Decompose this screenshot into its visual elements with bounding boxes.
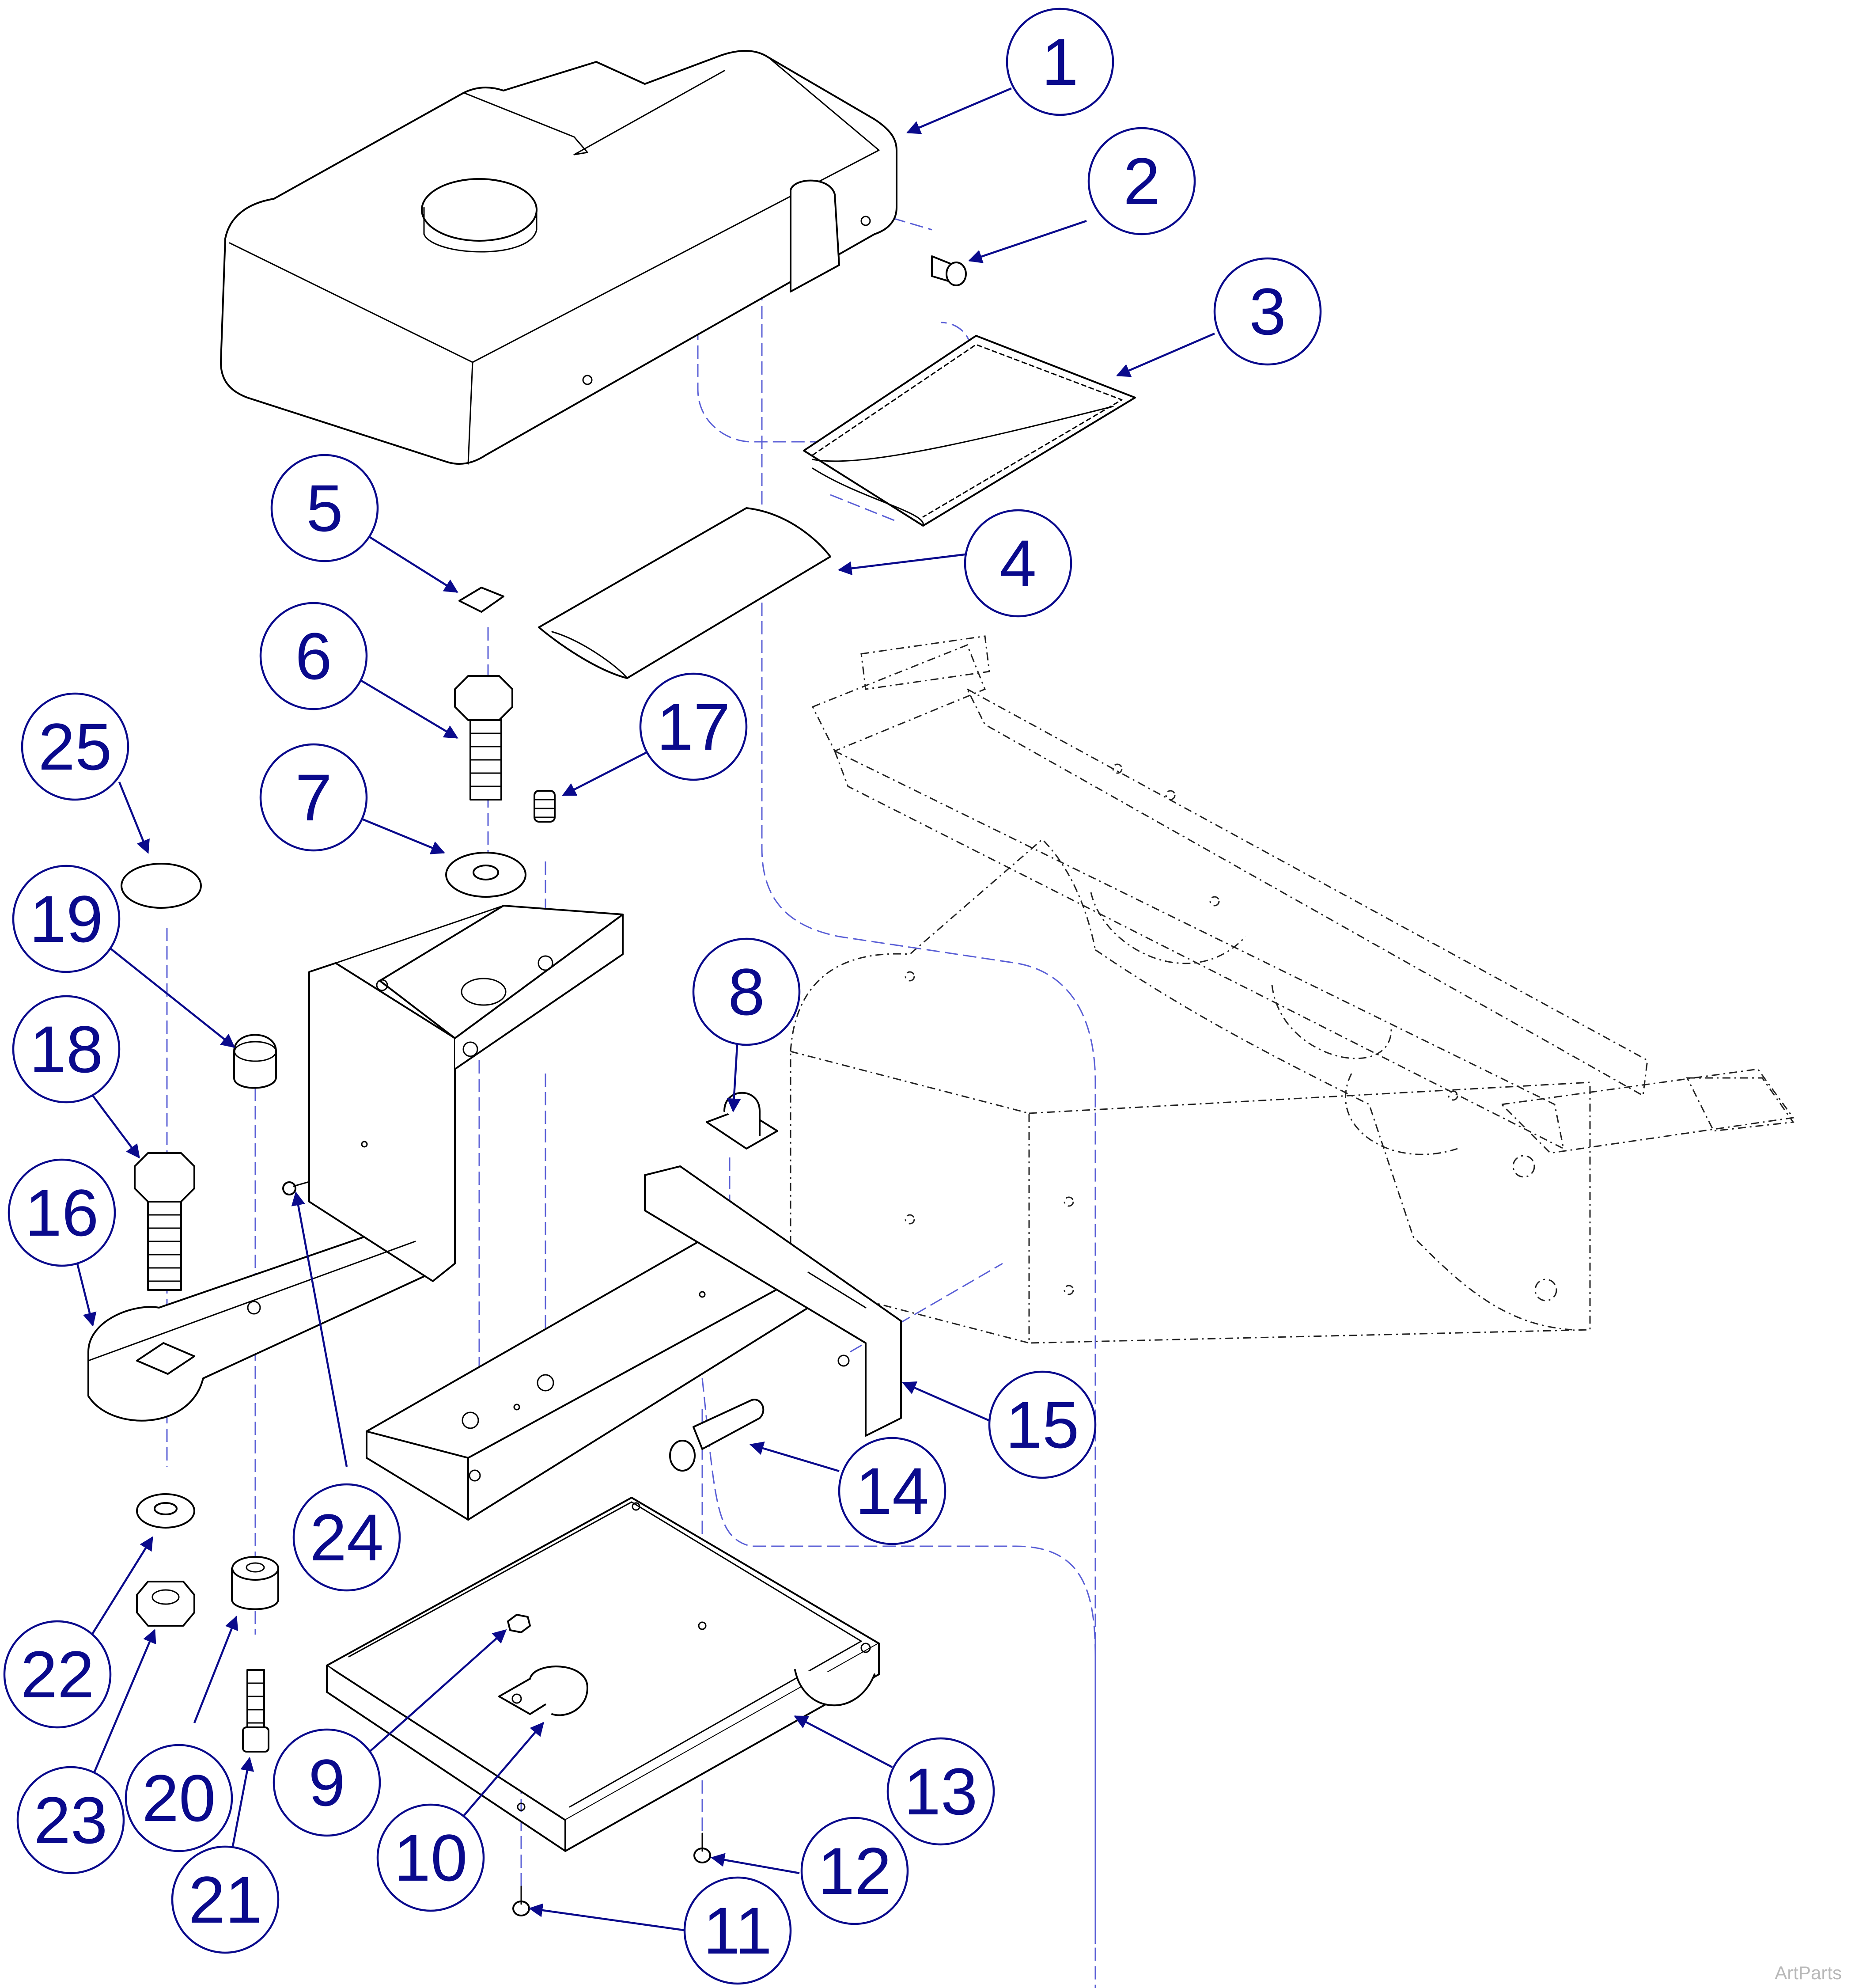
flex-sleeve (538, 507, 831, 679)
top-cover (220, 50, 897, 465)
callout-22: 22 (3, 1620, 112, 1729)
instruction-card (803, 335, 1136, 527)
callout-12: 12 (800, 1817, 909, 1925)
small-screw-24 (282, 1181, 310, 1195)
mounting-plate (366, 1165, 902, 1521)
hose-clamp (498, 1666, 588, 1716)
callout-label-18: 18 (30, 1012, 103, 1086)
cap-screw-14 (669, 1399, 765, 1472)
callout-label-1: 1 (1041, 25, 1078, 99)
callout-2: 2 (1087, 127, 1196, 235)
callout-23: 23 (16, 1766, 125, 1874)
callout-14: 14 (838, 1437, 946, 1545)
callout-9: 9 (273, 1728, 381, 1837)
cable-clip (706, 1092, 778, 1150)
callout-label-13: 13 (904, 1754, 978, 1829)
callout-label-24: 24 (310, 1500, 384, 1574)
callout-label-20: 20 (142, 1761, 216, 1835)
callout-label-21: 21 (189, 1863, 262, 1937)
callout-label-3: 3 (1249, 274, 1286, 349)
callout-label-9: 9 (308, 1745, 345, 1820)
callout-5: 5 (270, 454, 379, 562)
callout-1: 1 (1006, 8, 1114, 116)
callout-label-5: 5 (306, 471, 343, 545)
callout-label-12: 12 (818, 1834, 892, 1908)
callout-15: 15 (988, 1370, 1097, 1479)
callout-24: 24 (292, 1483, 401, 1592)
callout-label-11: 11 (703, 1893, 772, 1968)
callout-label-8: 8 (728, 955, 765, 1029)
cover-screw (931, 255, 967, 286)
lock-nut-9 (507, 1614, 531, 1633)
callout-16: 16 (8, 1158, 116, 1267)
callout-17: 17 (639, 672, 748, 781)
callout-25: 25 (21, 692, 129, 801)
callout-label-4: 4 (999, 526, 1036, 600)
callout-18: 18 (12, 995, 121, 1104)
small-pad (458, 587, 504, 613)
hex-bolt (454, 675, 513, 801)
washer-22 (136, 1493, 195, 1529)
set-screw (534, 790, 556, 823)
callout-label-14: 14 (856, 1454, 929, 1528)
callout-6: 6 (259, 602, 368, 710)
callout-label-15: 15 (1006, 1388, 1079, 1462)
callout-20: 20 (125, 1744, 233, 1852)
bottom-tray (326, 1497, 880, 1852)
hex-bolt-left (134, 1152, 195, 1291)
callout-label-6: 6 (295, 619, 332, 693)
callout-label-16: 16 (25, 1176, 99, 1250)
callout-label-23: 23 (34, 1783, 108, 1857)
callout-label-7: 7 (295, 760, 332, 835)
cap-disk (121, 863, 202, 909)
callout-label-22: 22 (21, 1637, 95, 1711)
washer-large (445, 852, 526, 898)
spacer-20 (231, 1556, 279, 1610)
callout-10: 10 (376, 1803, 485, 1912)
callout-label-17: 17 (657, 690, 731, 764)
callout-4: 4 (964, 509, 1072, 618)
callout-13: 13 (886, 1737, 995, 1846)
base-frame-ghost (790, 635, 1794, 1344)
pivot-arm-bracket (87, 905, 624, 1422)
cap-screw-21 (242, 1669, 269, 1753)
callout-3: 3 (1213, 257, 1322, 366)
screw-11 (512, 1886, 530, 1916)
callout-label-2: 2 (1123, 144, 1160, 218)
nut-23 (136, 1581, 195, 1627)
leader-lines (74, 87, 1215, 1932)
callout-8: 8 (692, 937, 801, 1046)
callout-label-25: 25 (38, 709, 112, 784)
callout-21: 21 (171, 1845, 280, 1954)
callout-label-10: 10 (394, 1821, 468, 1895)
screw-12 (693, 1832, 711, 1863)
callout-label-19: 19 (30, 882, 103, 956)
callout-7: 7 (259, 743, 368, 852)
callout-19: 19 (12, 865, 121, 973)
artparts-watermark: ArtParts (1775, 1962, 1842, 1983)
rubber-bumper (233, 1034, 277, 1089)
callout-11: 11 (683, 1876, 792, 1985)
